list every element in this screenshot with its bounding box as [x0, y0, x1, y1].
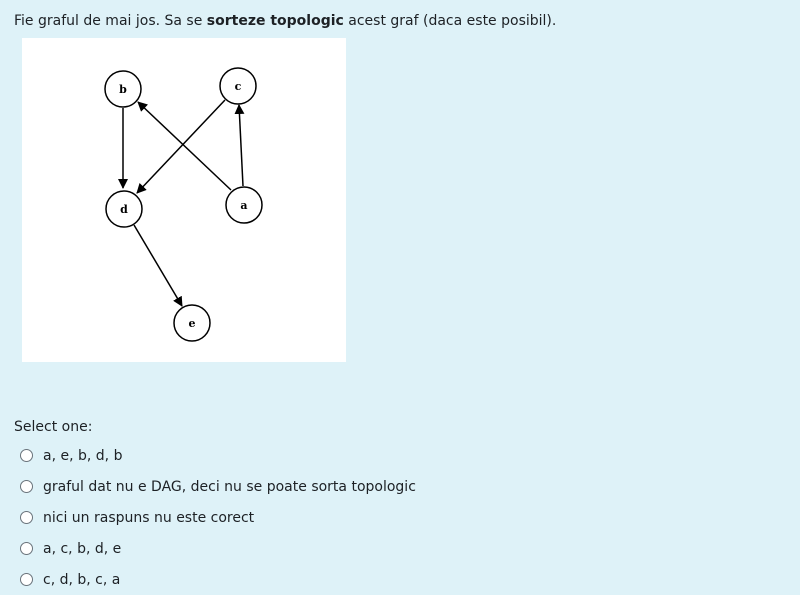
- question-text-end: acest graf (daca este posibil).: [343, 13, 557, 29]
- answer-label: c, d, b, c, a: [43, 571, 121, 588]
- edge-d-e: [133, 224, 183, 307]
- select-one-prompt: Select one:: [14, 419, 93, 435]
- node-c: c: [219, 67, 257, 105]
- answer-option-3[interactable]: nici un raspuns nu este corect: [20, 502, 780, 533]
- node-e: e: [173, 304, 211, 342]
- answer-label: nici un raspuns nu este corect: [43, 509, 255, 526]
- graph-diagram: b c d a e: [104, 67, 263, 342]
- graph-image: b c d a e: [22, 38, 346, 362]
- node-e-label: e: [189, 317, 196, 330]
- radio-button[interactable]: [20, 542, 33, 555]
- answer-label: graful dat nu e DAG, deci nu se poate so…: [43, 478, 416, 495]
- node-b-label: b: [119, 83, 127, 96]
- answer-option-5[interactable]: c, d, b, c, a: [20, 564, 780, 595]
- node-d: d: [105, 190, 143, 228]
- answer-options: a, e, b, d, b graful dat nu e DAG, deci …: [20, 440, 780, 595]
- answer-option-4[interactable]: a, c, b, d, e: [20, 533, 780, 564]
- question-text-start: Fie graful de mai jos. Sa se: [14, 13, 207, 29]
- radio-button[interactable]: [20, 449, 33, 462]
- radio-button[interactable]: [20, 511, 33, 524]
- radio-button[interactable]: [20, 480, 33, 493]
- edge-a-c: [234, 104, 245, 187]
- answer-label: a, e, b, d, b: [43, 447, 123, 464]
- node-a-label: a: [240, 199, 247, 212]
- node-a: a: [225, 186, 263, 224]
- radio-button[interactable]: [20, 573, 33, 586]
- answer-option-1[interactable]: a, e, b, d, b: [20, 440, 780, 471]
- question-text-bold: sorteze topologic: [206, 13, 344, 29]
- answer-label: a, c, b, d, e: [43, 540, 122, 557]
- answer-option-2[interactable]: graful dat nu e DAG, deci nu se poate so…: [20, 471, 780, 502]
- question-text: Fie graful de mai jos. Sa se sorteze top…: [14, 11, 556, 31]
- edge-a-b: [137, 101, 232, 191]
- node-d-label: d: [120, 203, 128, 216]
- node-c-label: c: [235, 80, 242, 93]
- node-b: b: [104, 70, 142, 108]
- edge-c-d: [136, 99, 226, 194]
